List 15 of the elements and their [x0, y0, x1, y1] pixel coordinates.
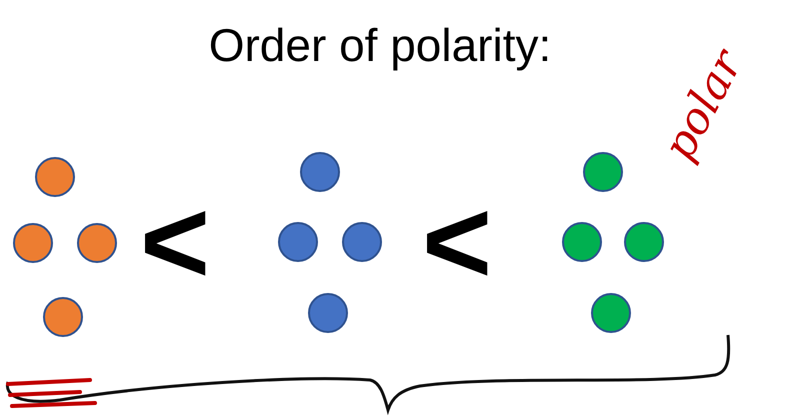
dot — [300, 152, 340, 192]
dot — [43, 297, 83, 337]
dot — [77, 223, 117, 263]
dot — [35, 157, 75, 197]
dot — [308, 293, 348, 333]
dot — [13, 223, 53, 263]
dot — [562, 222, 602, 262]
dot — [278, 222, 318, 262]
handwritten-note: polar — [653, 42, 753, 169]
dot — [624, 222, 664, 262]
less-than-sign: < — [140, 182, 210, 302]
dot — [342, 222, 382, 262]
less-than-sign: < — [422, 182, 492, 302]
dot — [583, 152, 623, 192]
dot — [591, 293, 631, 333]
